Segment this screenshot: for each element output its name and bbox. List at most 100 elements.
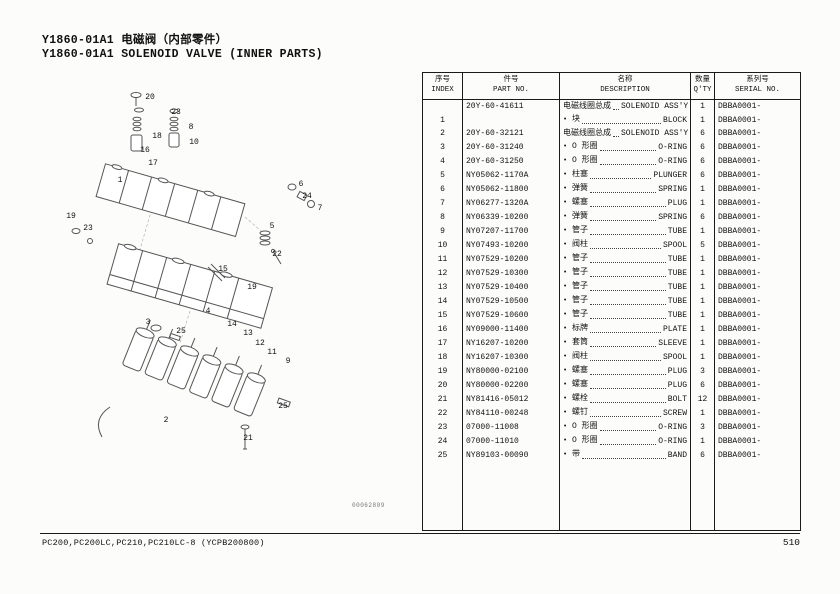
cell-index [423,100,463,114]
cell-part-no: NY07529-10600 [462,308,560,322]
cell-qty: 1 [690,336,715,350]
cell-index: 2 [440,129,445,138]
cell-part-no: NY07529-10300 [462,266,560,280]
cell-index: 10 [437,240,448,250]
cell-qty: 6 [690,210,715,224]
parts-table: 序号 INDEX 件号 PART NO. 名称 DESCRIPTION 数量 Q… [422,72,801,531]
callout-layer: 2023818101617119236247522151943251413121… [66,93,322,443]
cell-qty: 12 [690,392,715,406]
callout-number: 25 [176,327,186,336]
cell-serial-no: DBBA0001- [714,224,801,238]
cell-part-no: NY84110-00248 [462,406,560,420]
cell-index: 20 [437,380,448,390]
col-header-part-no: 件号 PART NO. [462,72,560,100]
callout-number: 24 [302,192,312,201]
callout-number: 16 [140,146,150,155]
cell-qty: 1 [690,350,715,364]
page-title-en: Y1860-01A1 SOLENOID VALVE (INNER PARTS) [42,48,323,61]
callout-number: 21 [243,434,253,443]
cell-serial-no: DBBA0001- [714,182,801,196]
cell-part-no: NY07529-10500 [462,294,560,308]
cell-qty: 6 [690,378,715,392]
cell-qty: 1 [690,322,715,336]
cell-part-no: 07000-11010 [462,434,560,448]
cell-index: 22 [437,408,448,418]
cell-index: 16 [437,324,448,334]
callout-number: 15 [218,265,228,274]
cell-part-no: NY81416-05012 [462,392,560,406]
page-title-cn: Y1860-01A1 电磁阀（内部零件） [42,34,228,47]
valve-body-main [106,243,274,329]
cell-index: 18 [437,352,448,362]
footer-divider [40,533,800,534]
cell-serial-no: DBBA0001- [714,350,801,364]
callout-number: 7 [318,204,323,213]
cell-qty: 1 [690,196,715,210]
col-header-serial-no: 系列号 SERIAL NO. [714,72,801,100]
callout-number: 12 [255,339,265,348]
footer-model-list: PC200,PC200LC,PC210,PC210LC-8 (YCPB20080… [42,538,265,548]
cell-index: 4 [440,156,445,166]
cell-serial-no: DBBA0001- [714,140,801,154]
cell-part-no: 20Y-60-31240 [462,140,560,154]
cell-index: 24 [437,436,448,446]
bottom-bolt [240,424,250,450]
cell-part-no: NY80000-02100 [462,364,560,378]
cell-index: 1 [440,115,445,125]
spring-and-pin [259,230,282,265]
cell-serial-no: DBBA0001- [714,210,801,224]
cell-part-no: 07000-11008 [462,420,560,434]
cell-serial-no: DBBA0001- [714,308,801,322]
callout-number: 11 [267,348,277,357]
callout-number: 19 [66,212,76,221]
cell-serial-no: DBBA0001- [714,364,801,378]
valve-body-upper [95,163,246,238]
col-header-qty: 数量 Q'TY [690,72,715,100]
cell-qty: 3 [690,364,715,378]
cell-qty: 1 [690,406,715,420]
callout-number: 17 [148,159,158,168]
cell-part-no [462,113,560,127]
cell-serial-no: DBBA0001- [714,448,801,462]
o-ring-parts [71,228,93,244]
callout-number: 3 [146,318,151,327]
cell-index: 23 [437,422,448,432]
tube-part [207,263,226,282]
cell-part-no: NY05062-1170A [462,168,560,182]
page-title-block: Y1860-01A1 电磁阀（内部零件） Y1860-01A1 SOLENOID… [42,34,323,62]
cell-part-no: NY80000-02200 [462,378,560,392]
cell-serial-no: DBBA0001- [714,280,801,294]
page-number: 510 [782,537,800,548]
